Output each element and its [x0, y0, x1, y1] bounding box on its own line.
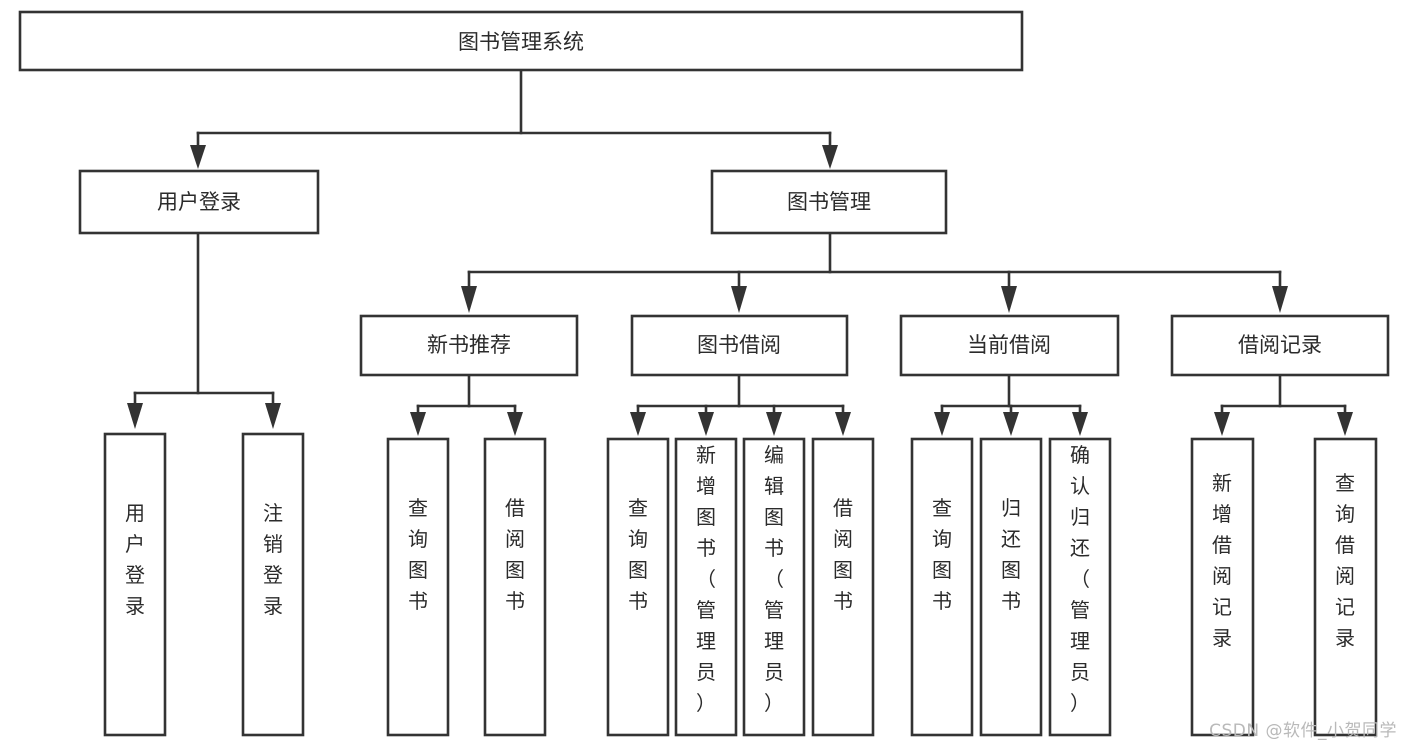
arrow-leaf-add-book — [698, 412, 714, 436]
arrow-leaf-borrow-book-2 — [835, 412, 851, 436]
node-root-label: 图书管理系统 — [458, 30, 584, 54]
leaf-query-record-label: 查询借阅记录 — [1335, 471, 1355, 650]
node-user-login[interactable]: 用户登录 — [78, 169, 320, 235]
node-book-borrow-label: 图书借阅 — [697, 333, 781, 357]
leaf-user-logout[interactable]: 注销登录 — [241, 432, 305, 737]
arrow-root-to-book-manage — [822, 145, 838, 169]
leaf-edit-book-label: 编辑图书（管理员） — [764, 443, 784, 715]
node-new-book-recommend[interactable]: 新书推荐 — [359, 314, 579, 377]
leaf-borrow-book-2-box[interactable] — [811, 437, 875, 737]
leaf-add-record[interactable]: 新增借阅记录 — [1190, 437, 1255, 737]
node-borrow-record[interactable]: 借阅记录 — [1170, 314, 1390, 377]
arrow-bm-to-book-borrow — [731, 286, 747, 313]
node-root-box[interactable] — [18, 10, 1024, 72]
leaf-query-record[interactable]: 查询借阅记录 — [1313, 437, 1378, 737]
arrow-leaf-query-book-2 — [630, 412, 646, 436]
arrow-leaf-query-book-3 — [934, 412, 950, 436]
leaf-return-book-label: 归还图书 — [1001, 496, 1021, 613]
leaf-query-book-2-box[interactable] — [606, 437, 670, 737]
arrow-leaf-confirm-return — [1072, 412, 1088, 436]
leaf-query-book-1-label: 查询图书 — [408, 496, 428, 613]
arrow-leaf-query-record — [1337, 412, 1353, 436]
csdn-watermark: CSDN @软件_小贺同学 — [1209, 721, 1397, 741]
node-new-book-recommend-box[interactable] — [359, 314, 579, 377]
leaf-user-logout-label: 注销登录 — [263, 501, 283, 618]
arrow-bm-to-new-book — [461, 286, 477, 313]
arrow-leaf-user-logout — [265, 403, 281, 429]
node-current-borrow-box[interactable] — [899, 314, 1120, 377]
leaf-borrow-book-1-box[interactable] — [483, 437, 547, 737]
leaf-borrow-book-2-label: 借阅图书 — [833, 496, 853, 613]
leaf-add-book-label: 新增图书（管理员） — [696, 443, 716, 715]
node-book-borrow[interactable]: 图书借阅 — [630, 314, 849, 377]
connector-layer — [127, 68, 1353, 436]
leaf-query-record-box[interactable] — [1313, 437, 1378, 737]
node-book-borrow-box[interactable] — [630, 314, 849, 377]
leaf-query-book-1[interactable]: 查询图书 — [386, 437, 450, 737]
leaf-confirm-return[interactable]: 确认归还（管理员） — [1048, 437, 1112, 737]
node-borrow-record-label: 借阅记录 — [1238, 333, 1322, 357]
leaf-borrow-book-1[interactable]: 借阅图书 — [483, 437, 547, 737]
leaf-user-login-box[interactable] — [103, 432, 167, 737]
node-book-manage-label: 图书管理 — [787, 190, 871, 214]
leaf-user-login[interactable]: 用户登录 — [103, 432, 167, 737]
leaf-return-book[interactable]: 归还图书 — [979, 437, 1043, 737]
node-book-manage[interactable]: 图书管理 — [710, 169, 948, 235]
arrow-leaf-add-record — [1214, 412, 1230, 436]
leaf-user-login-label: 用户登录 — [125, 501, 145, 618]
node-book-manage-box[interactable] — [710, 169, 948, 235]
arrow-leaf-borrow-book-1 — [507, 412, 523, 436]
node-new-book-recommend-label: 新书推荐 — [427, 333, 511, 357]
leaf-borrow-book-1-label: 借阅图书 — [505, 496, 525, 613]
arrow-leaf-query-book-1 — [410, 412, 426, 436]
leaf-query-book-3-box[interactable] — [910, 437, 974, 737]
leaf-user-logout-box[interactable] — [241, 432, 305, 737]
leaf-add-book[interactable]: 新增图书（管理员） — [674, 437, 738, 737]
node-current-borrow[interactable]: 当前借阅 — [899, 314, 1120, 377]
node-user-login-box[interactable] — [78, 169, 320, 235]
arrow-leaf-edit-book — [766, 412, 782, 436]
leaf-edit-book-box[interactable] — [742, 437, 806, 737]
node-current-borrow-label: 当前借阅 — [967, 333, 1051, 357]
leaf-confirm-return-label: 确认归还（管理员） — [1070, 443, 1090, 715]
leaf-add-record-box[interactable] — [1190, 437, 1255, 737]
leaf-return-book-box[interactable] — [979, 437, 1043, 737]
node-borrow-record-box[interactable] — [1170, 314, 1390, 377]
leaf-confirm-return-box[interactable] — [1048, 437, 1112, 737]
leaf-add-record-label: 新增借阅记录 — [1212, 471, 1232, 650]
node-user-login-label: 用户登录 — [157, 190, 241, 214]
leaf-query-book-2-label: 查询图书 — [628, 496, 648, 613]
arrow-leaf-return-book — [1003, 412, 1019, 436]
leaf-query-book-3-label: 查询图书 — [932, 496, 952, 613]
leaf-query-book-3[interactable]: 查询图书 — [910, 437, 974, 737]
arrow-leaf-user-login — [127, 403, 143, 429]
arrow-root-to-user-login — [190, 145, 206, 169]
arrow-bm-to-borrow-record — [1272, 286, 1288, 313]
leaf-query-book-1-box[interactable] — [386, 437, 450, 737]
leaf-borrow-book-2[interactable]: 借阅图书 — [811, 437, 875, 737]
leaf-query-book-2[interactable]: 查询图书 — [606, 437, 670, 737]
node-root[interactable]: 图书管理系统 — [18, 10, 1024, 72]
arrow-bm-to-current-borrow — [1001, 286, 1017, 313]
leaf-edit-book[interactable]: 编辑图书（管理员） — [742, 437, 806, 737]
leaf-add-book-box[interactable] — [674, 437, 738, 737]
